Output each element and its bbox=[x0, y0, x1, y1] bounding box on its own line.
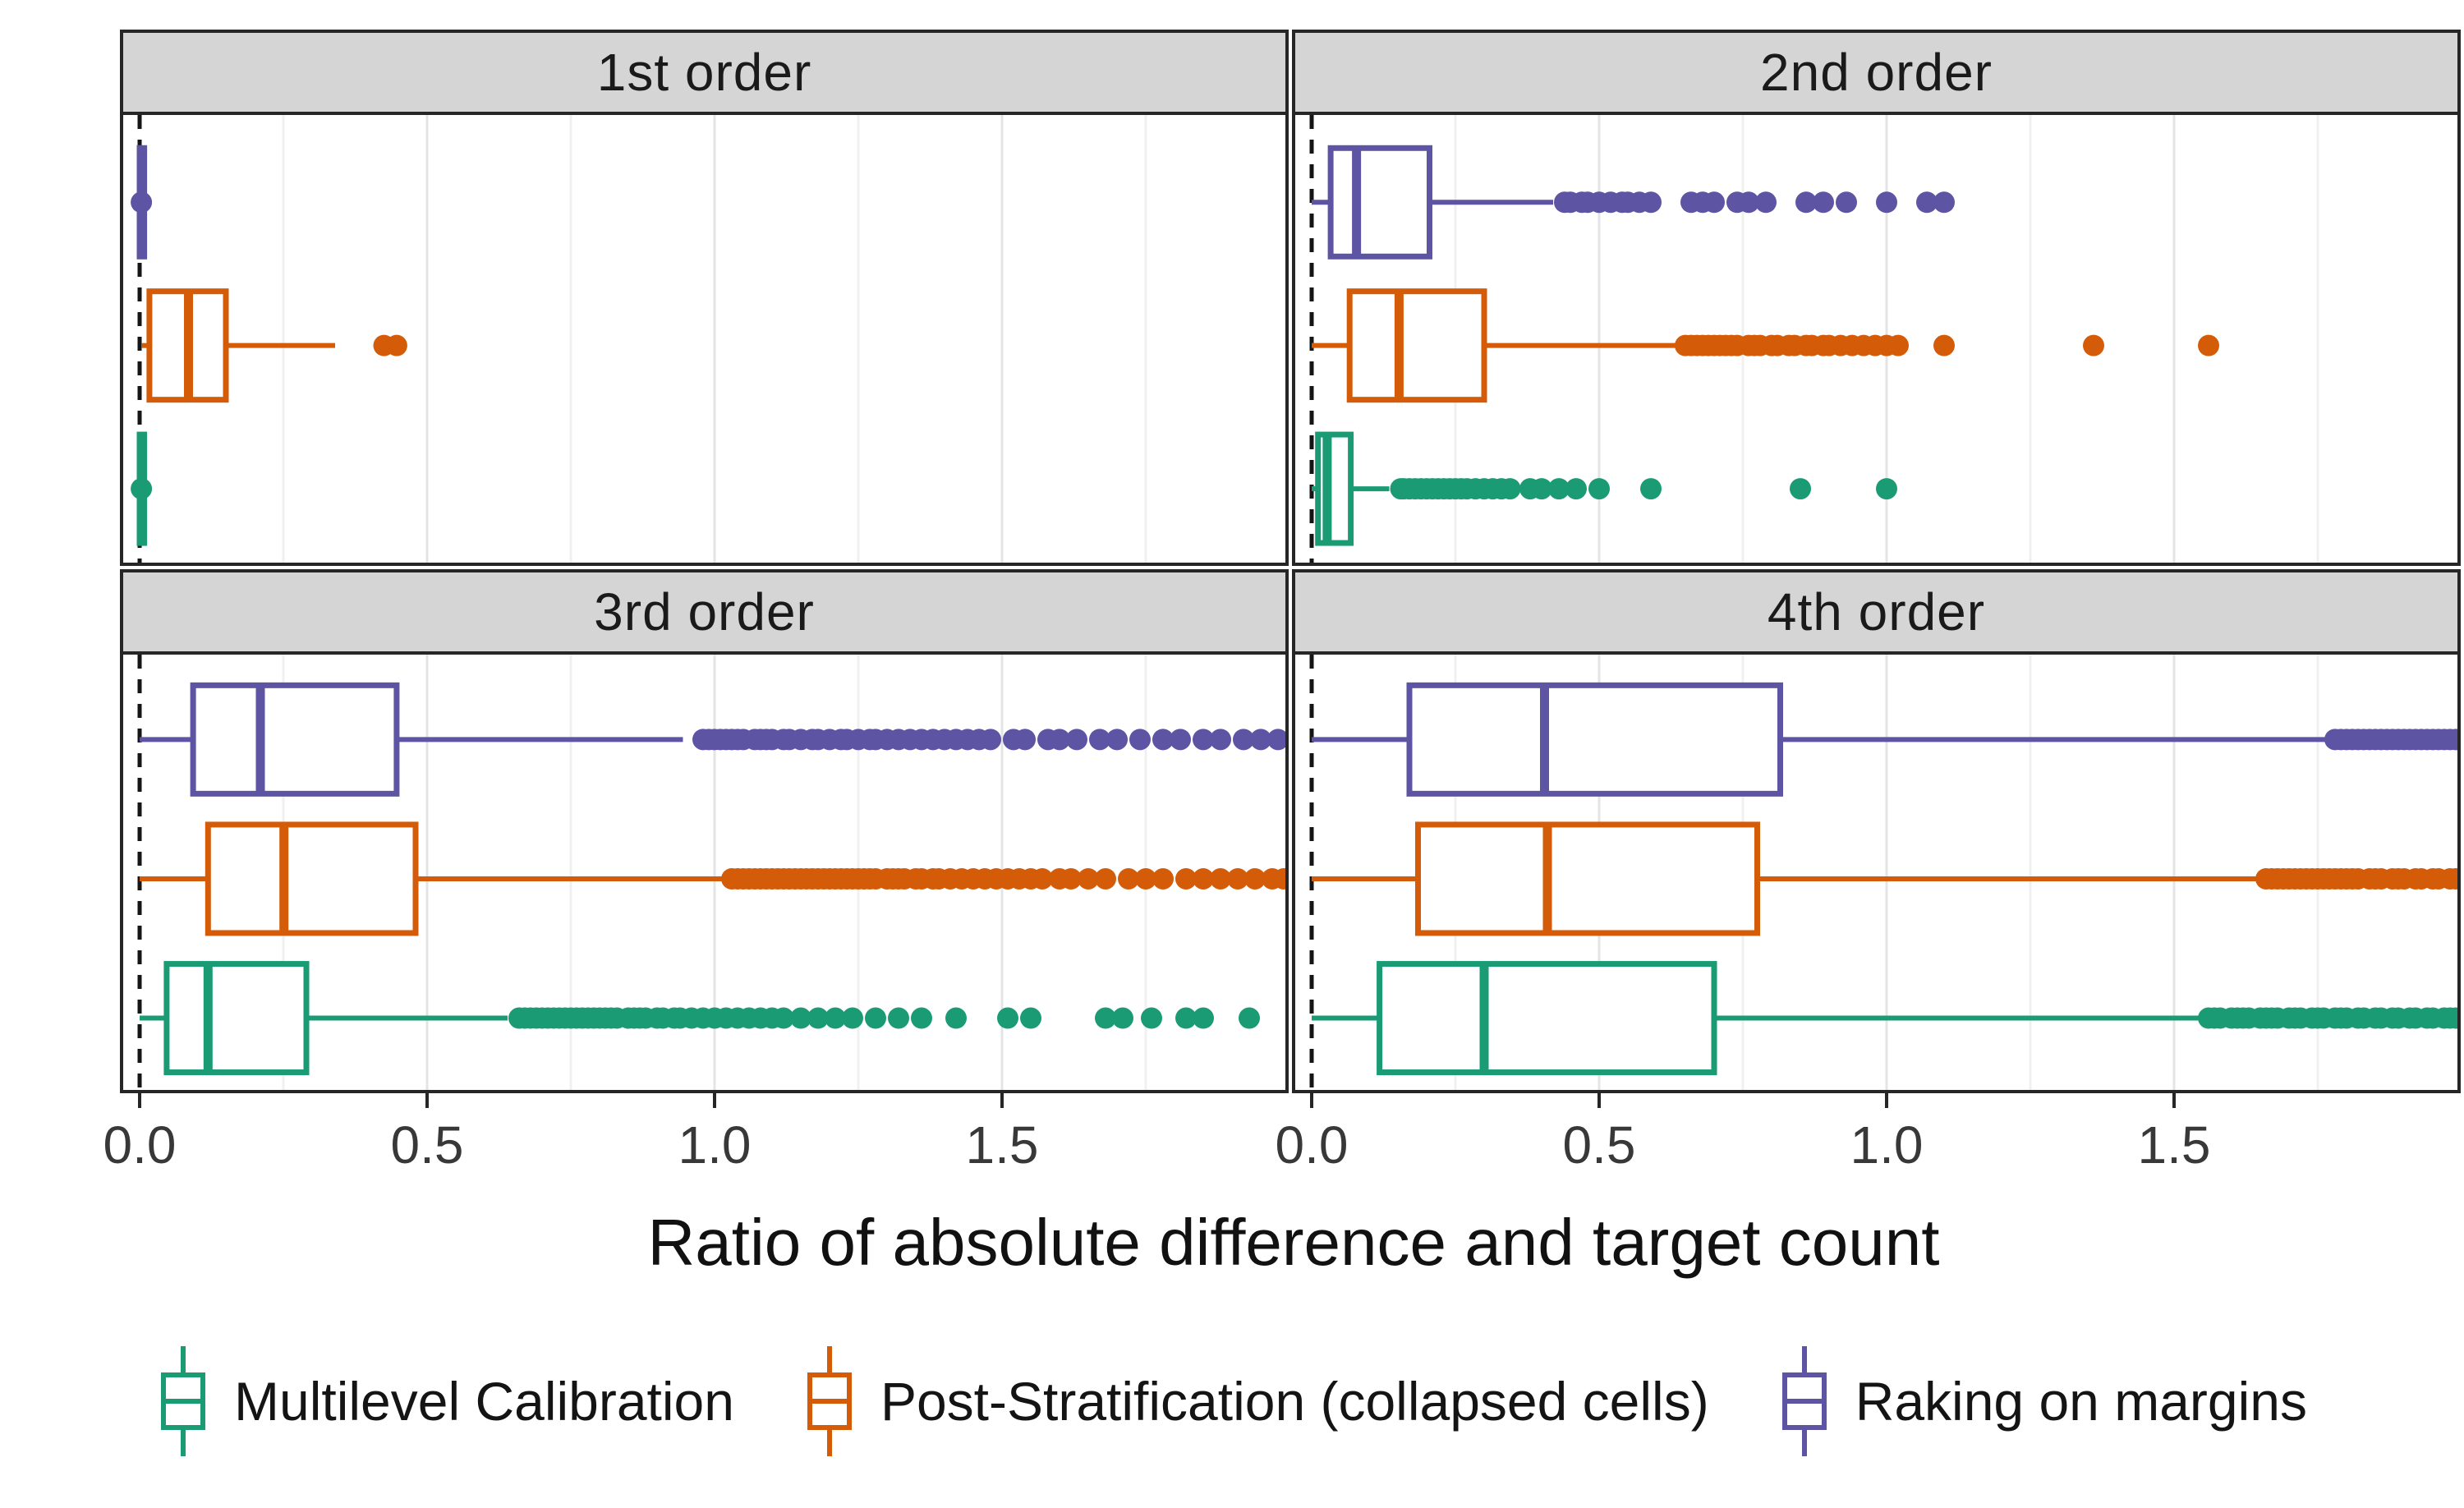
facet-strip-3rd-order: 3rd order bbox=[123, 572, 1285, 655]
axis-tick-label: 0.0 bbox=[103, 1115, 177, 1175]
outlier-points bbox=[692, 729, 1285, 751]
boxplot-raking bbox=[140, 682, 1285, 797]
outlier-points bbox=[131, 191, 153, 214]
boxplot-poststrat bbox=[141, 288, 407, 403]
legend: Multilevel Calibration Post-Stratificati… bbox=[0, 1340, 2464, 1463]
facet-panel-4th-order bbox=[1295, 655, 2457, 1090]
iqr-box bbox=[1327, 145, 1432, 260]
axis-tick-mark bbox=[1310, 1093, 1313, 1108]
facet-strip-1st-order: 1st order bbox=[123, 33, 1285, 115]
iqr-box bbox=[1406, 682, 1783, 797]
panel-canvas bbox=[1309, 115, 2319, 563]
outlier-points bbox=[373, 334, 407, 356]
iqr-box bbox=[190, 682, 400, 797]
boxplot-multilevel bbox=[1312, 431, 1897, 546]
x-axis-scale-right: 0.0 0.5 1.0 1.5 bbox=[1276, 1093, 2457, 1184]
boxplot-poststrat bbox=[140, 821, 1285, 936]
x-axis: 0.0 0.5 1.0 1.5 0.0 0.5 1.0 1.5 bbox=[103, 1093, 2464, 1184]
boxplot-raking bbox=[1312, 145, 1955, 260]
boxplot-poststrat bbox=[1312, 288, 2219, 403]
axis-tick-mark bbox=[138, 1093, 141, 1108]
outlier-points bbox=[131, 478, 153, 500]
boxplot-multilevel bbox=[131, 431, 153, 546]
axis-tick-label: 1.5 bbox=[2137, 1115, 2211, 1175]
axis-tick-label: 1.5 bbox=[965, 1115, 1039, 1175]
boxplot-poststrat bbox=[1312, 821, 2457, 936]
facet-strip-label: 4th order bbox=[1767, 582, 1986, 641]
facet-strip-label: 3rd order bbox=[594, 582, 815, 641]
outlier-points bbox=[2255, 867, 2457, 890]
boxplot-multilevel bbox=[1312, 961, 2457, 1076]
axis-tick-label: 1.0 bbox=[678, 1115, 752, 1175]
iqr-box bbox=[1346, 288, 1487, 403]
axis-tick-label: 1.0 bbox=[1850, 1115, 1924, 1175]
x-axis-scale-left: 0.0 0.5 1.0 1.5 bbox=[103, 1093, 1285, 1184]
axis-tick-mark bbox=[1000, 1093, 1004, 1108]
facet-4th-order: 4th order bbox=[1292, 569, 2461, 1093]
legend-label: Raking on margins bbox=[1855, 1371, 2307, 1432]
iqr-box bbox=[163, 961, 310, 1076]
iqr-box bbox=[1415, 821, 1760, 936]
boxplot-raking bbox=[1312, 682, 2457, 797]
legend-label: Multilevel Calibration bbox=[234, 1371, 734, 1432]
facet-grid: 1st order 2nd order 3rd order 4th order bbox=[120, 30, 2464, 1093]
axis-tick-label: 0.5 bbox=[390, 1115, 464, 1175]
facet-3rd-order: 3rd order bbox=[120, 569, 1289, 1093]
boxplot-raking bbox=[131, 145, 153, 260]
outlier-points bbox=[2198, 1007, 2457, 1029]
boxplot-multilevel bbox=[140, 961, 1260, 1076]
outlier-points bbox=[1675, 334, 2219, 356]
axis-tick-label: 0.5 bbox=[1562, 1115, 1636, 1175]
axis-tick-mark bbox=[2172, 1093, 2176, 1108]
axis-tick-mark bbox=[713, 1093, 716, 1108]
outlier-points bbox=[721, 867, 1285, 890]
outlier-points bbox=[2324, 729, 2457, 751]
boxplot-key-icon bbox=[807, 1346, 852, 1456]
axis-tick-mark bbox=[1597, 1093, 1601, 1108]
panel-canvas bbox=[131, 115, 1147, 563]
boxplot-key-icon bbox=[161, 1346, 206, 1456]
panel-canvas bbox=[1309, 655, 2457, 1090]
outlier-points bbox=[1390, 478, 1897, 500]
iqr-box bbox=[1377, 961, 1717, 1076]
facet-strip-4th-order: 4th order bbox=[1295, 572, 2457, 655]
legend-item-multilevel-calibration: Multilevel Calibration bbox=[157, 1340, 734, 1463]
facet-2nd-order: 2nd order bbox=[1292, 30, 2461, 566]
axis-tick-mark bbox=[425, 1093, 429, 1108]
x-axis-title: Ratio of absolute difference and target … bbox=[647, 1206, 1940, 1279]
boxplot-key-icon bbox=[1781, 1346, 1827, 1456]
facet-panel-2nd-order bbox=[1295, 115, 2457, 563]
iqr-box bbox=[205, 821, 419, 936]
boxplot-figure: 1st order 2nd order 3rd order 4th order … bbox=[0, 30, 2464, 1508]
outlier-points bbox=[508, 1007, 1260, 1029]
facet-panel-1st-order bbox=[123, 115, 1285, 563]
legend-label: Post-Stratification (collapsed cells) bbox=[880, 1371, 1709, 1432]
axis-tick-mark bbox=[1885, 1093, 1888, 1108]
facet-1st-order: 1st order bbox=[120, 30, 1289, 566]
gridlines bbox=[282, 115, 1147, 563]
facet-strip-label: 2nd order bbox=[1760, 43, 1993, 102]
panel-canvas bbox=[137, 655, 1285, 1090]
legend-item-raking-on-margins: Raking on margins bbox=[1778, 1340, 2307, 1463]
facet-strip-2nd-order: 2nd order bbox=[1295, 33, 2457, 115]
facet-panel-3rd-order bbox=[123, 655, 1285, 1090]
axis-tick-label: 0.0 bbox=[1275, 1115, 1349, 1175]
legend-item-post-stratification: Post-Stratification (collapsed cells) bbox=[803, 1340, 1709, 1463]
outlier-points bbox=[1554, 191, 1955, 214]
facet-strip-label: 1st order bbox=[596, 43, 812, 102]
